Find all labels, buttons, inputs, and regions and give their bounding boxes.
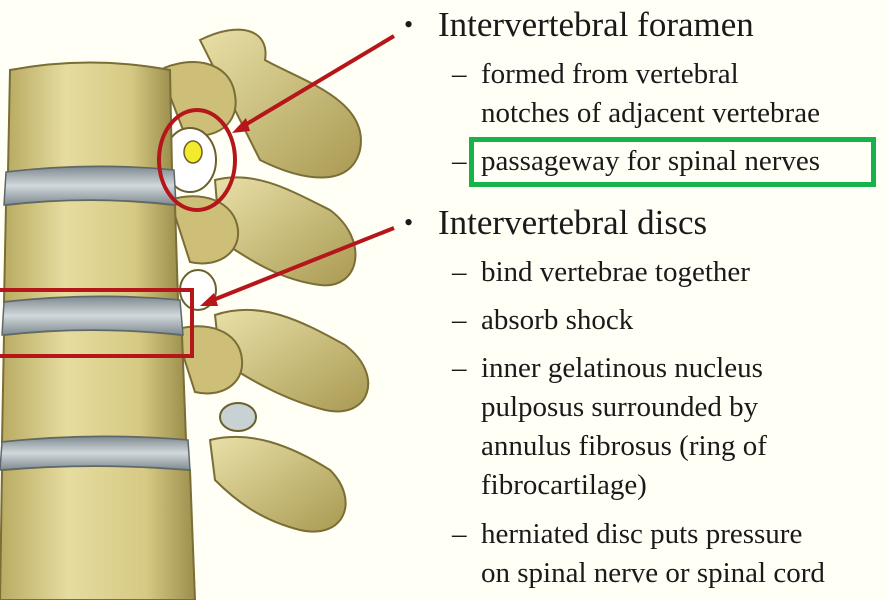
discs-item-2-line-1: absorb shock xyxy=(481,304,634,336)
foramen-circle xyxy=(157,108,237,212)
discs-item-4-line-1: herniated disc puts pressure xyxy=(481,518,803,550)
foramen-item-2-line-1: passageway for spinal nerves xyxy=(481,145,821,177)
discs-item-3-line-1: inner gelatinous nucleus xyxy=(481,352,763,384)
vertebral-bodies xyxy=(0,61,197,600)
bullet-marker: • xyxy=(404,208,414,237)
discs-item-3-line-2: pulposus surrounded by xyxy=(481,391,759,423)
disc-highlight-box xyxy=(0,288,194,358)
annotation-marks xyxy=(0,34,396,358)
foramen-item-1-line-1: formed from vertebral xyxy=(481,58,739,90)
heading-intervertebral-discs: Intervertebral discs xyxy=(438,203,708,242)
vertebral-column-illustration xyxy=(0,28,396,600)
discs-item-4-line-2: on spinal nerve or spinal cord xyxy=(481,557,825,589)
dash-marker: – xyxy=(452,256,467,288)
foramen-item-1-line-2: notches of adjacent vertebrae xyxy=(481,97,820,129)
dash-marker: – xyxy=(452,145,467,177)
discs-item-3-line-3: annulus fibrosus (ring of xyxy=(481,430,767,462)
dash-marker: – xyxy=(452,58,467,90)
dash-marker: – xyxy=(452,352,467,384)
foramen-marker-dot xyxy=(183,140,203,164)
foramen-arrow xyxy=(238,34,396,130)
intervertebral-discs xyxy=(0,165,191,471)
disc-arrow xyxy=(207,226,395,304)
heading-intervertebral-foramen: Intervertebral foramen xyxy=(438,5,754,44)
discs-item-3-line-4: fibrocartilage) xyxy=(481,469,647,501)
discs-item-1-line-1: bind vertebrae together xyxy=(481,256,750,288)
green-highlight-box xyxy=(469,137,876,187)
dash-marker: – xyxy=(452,304,467,336)
bullet-marker: • xyxy=(404,10,414,39)
dash-marker: – xyxy=(452,518,467,550)
